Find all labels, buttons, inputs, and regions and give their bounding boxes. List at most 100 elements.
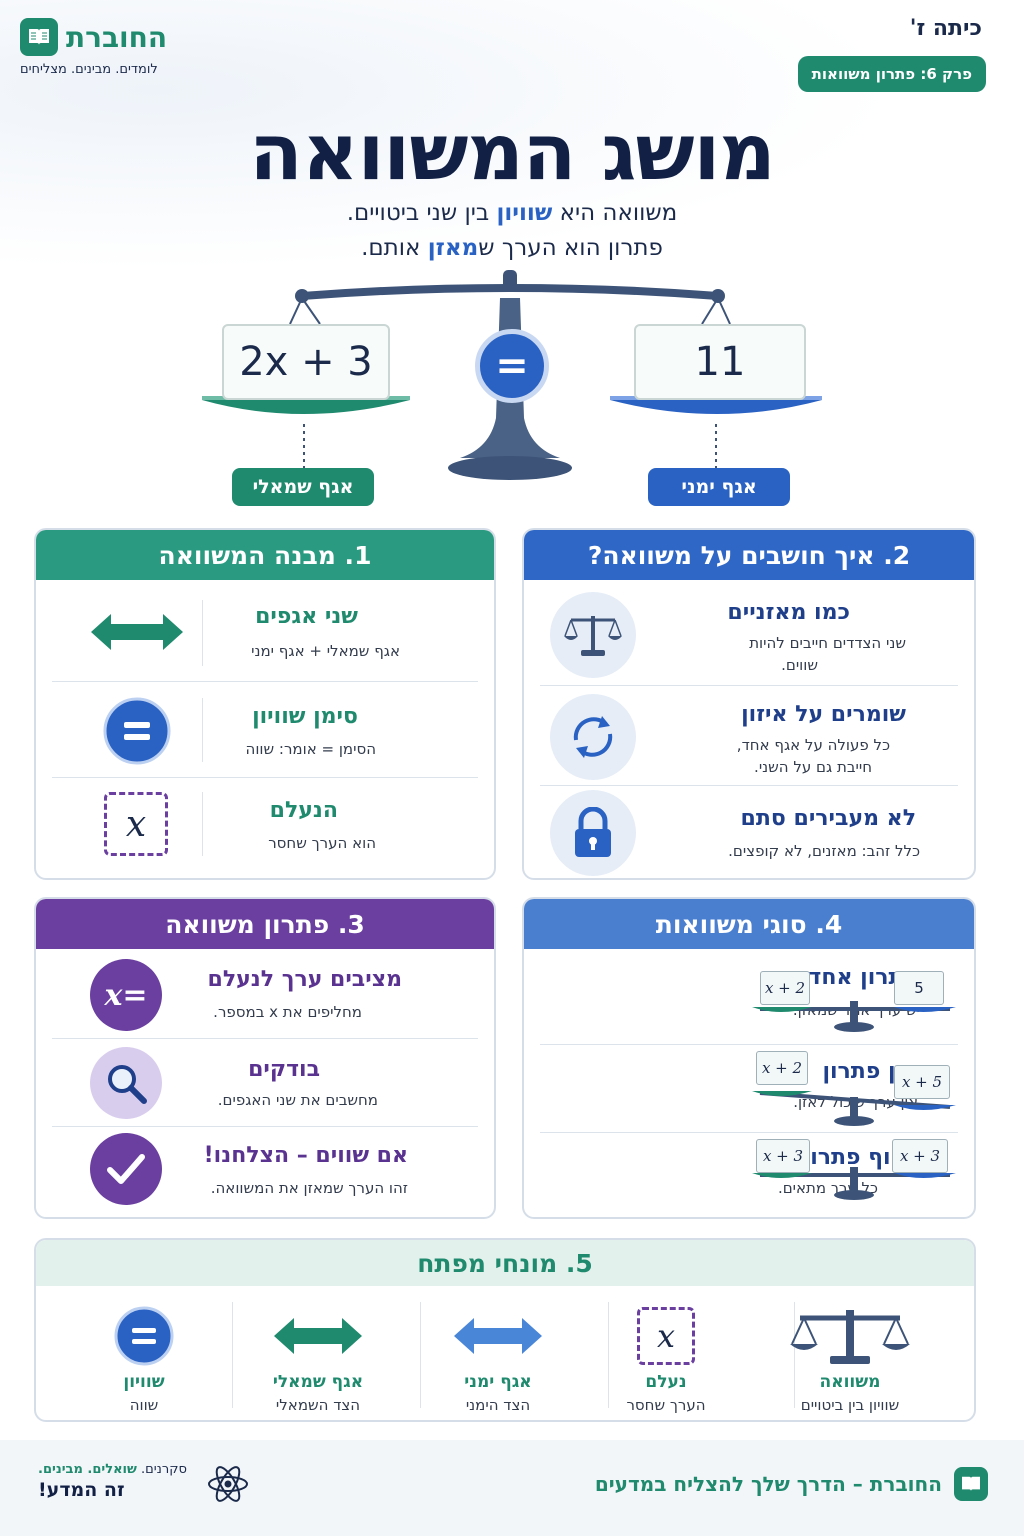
right-expression-card: 11	[634, 324, 806, 400]
right-expression: x + 5	[901, 1073, 943, 1091]
section-title: 2. איך חושבים על משוואה?	[524, 530, 974, 580]
chapter-badge: פרק 6: פתרון משוואות	[797, 56, 986, 92]
left-expression-card: x + 2	[756, 1051, 808, 1085]
row-desc: כלל זהב: מאזנים, לא קופצים.	[728, 842, 920, 860]
right-expression-card: x + 3	[892, 1139, 948, 1173]
variable-x-icon: x	[637, 1307, 695, 1365]
term-title: משוואה	[819, 1372, 881, 1392]
section-title: 5. מונחי מפתח	[36, 1240, 974, 1286]
list-item: שני אגפים אגף שמאלי + אגף ימני	[52, 582, 478, 682]
row-title: שומרים על איזון	[741, 702, 906, 727]
intro-highlight: שוויון	[496, 200, 553, 226]
unbalanced-scale-icon	[752, 1091, 956, 1126]
left-expression: 2x + 3	[239, 339, 373, 385]
footer-slogan: החוברת – הדרך שלך להצליח במדעים	[594, 1472, 942, 1496]
list-item: סימן שוויון הסימן = אומר: שווה	[52, 682, 478, 778]
variable-symbol: x	[656, 1317, 676, 1355]
right-expression: 11	[694, 339, 746, 385]
brand-tagline: לומדים. מבינים. מצליחים	[20, 62, 158, 77]
list-item: בודקים מחשבים את שני האגפים.	[52, 1039, 478, 1127]
x-equals-symbol: x=	[104, 977, 148, 1013]
background-swoosh	[0, 0, 1024, 300]
section-equation-types: 4. סוגי משוואות פתרון אחד יש ערך אחד שמא…	[522, 897, 976, 1219]
section-solving-equation: 3. פתרון משוואה מציבים ערך לנעלם מחליפים…	[34, 897, 496, 1219]
row-desc: שני הצדדים חייבים להיות	[749, 634, 906, 652]
term-title: אגף שמאלי	[272, 1372, 364, 1392]
footer	[0, 1440, 1024, 1536]
section-key-terms: 5. מונחי מפתח משוואה שוויון בין ביטויים …	[34, 1238, 976, 1422]
right-expression: x + 3	[899, 1147, 941, 1165]
list-item: פתרון אחד יש ערך אחד שמאזן. x + 2 5	[540, 949, 958, 1045]
list-item: אינסוף פתרונות כל ערך מתאים. x + 3 x + 3	[540, 1133, 958, 1217]
section-how-to-think: 2. איך חושבים על משוואה? כמו מאזניים שני…	[522, 528, 976, 880]
double-arrow-icon	[228, 1300, 408, 1372]
page-title: מושג המשוואה	[249, 108, 775, 198]
section-title: 1. מבנה המשוואה	[36, 530, 494, 580]
left-expression: x + 2	[761, 1059, 803, 1077]
list-item: לא מעבירים סתם כלל זהב: מאזנים, לא קופצי…	[540, 786, 958, 878]
row-title: בודקים	[248, 1057, 320, 1082]
footer-motto: סקרנים. שואלים. מבינים. זה המדע!	[38, 1462, 187, 1501]
footer-small-text: סקרנים. שואלים. מבינים.	[38, 1462, 187, 1477]
term-equation: משוואה שוויון בין ביטויים	[760, 1300, 940, 1414]
list-item: מציבים ערך לנעלם מחליפים את x במספר. x=	[52, 949, 478, 1039]
term-desc: הערך שחסר	[626, 1396, 706, 1414]
term-title: נעלם	[645, 1372, 687, 1392]
atom-icon	[206, 1462, 250, 1510]
row-title: אם שווים – הצלחנו!	[203, 1143, 408, 1168]
intro-line-2: פתרון הוא הערך שמאזן אותם.	[0, 235, 1024, 261]
intro-text: משוואה היא	[552, 200, 678, 226]
section-title: 4. סוגי משוואות	[524, 899, 974, 949]
footer-small-b: שואלים. מבינים.	[38, 1462, 137, 1477]
balanced-scale-icon	[752, 1167, 956, 1200]
book-icon	[954, 1467, 988, 1501]
row-desc: מחשבים את שני האגפים.	[217, 1091, 378, 1109]
left-expression-card: x + 2	[760, 971, 810, 1005]
left-expression-card: 2x + 3	[222, 324, 390, 400]
section-equation-structure: 1. מבנה המשוואה שני אגפים אגף שמאלי + אג…	[34, 528, 496, 880]
term-unknown: x נעלם הערך שחסר	[576, 1300, 756, 1414]
row-desc: זהו הערך שמאזן את המשוואה.	[210, 1179, 408, 1197]
scale-icon	[550, 592, 636, 678]
footer-brand: החוברת – הדרך שלך להצליח במדעים	[595, 1467, 988, 1501]
row-desc: שווים.	[781, 656, 818, 674]
term-desc: שוויון בין ביטויים	[800, 1396, 900, 1414]
checkmark-icon	[90, 1133, 162, 1205]
variable-x-icon: x	[104, 792, 168, 856]
row-desc: הסימן = אומר: שווה	[245, 740, 376, 758]
term-desc: הצד השמאלי	[275, 1396, 361, 1414]
term-desc: הצד הימני	[465, 1396, 531, 1414]
x-equals-icon: x=	[90, 959, 162, 1031]
right-side-label: אגף ימני	[648, 468, 790, 506]
term-title: שוויון	[123, 1372, 165, 1392]
balanced-scale-icon	[752, 1001, 956, 1032]
section-title: 3. פתרון משוואה	[36, 899, 494, 949]
list-item: שומרים על איזון כל פעולה על אגף אחד, חיי…	[540, 686, 958, 786]
double-arrow-icon	[408, 1300, 588, 1372]
left-expression: x + 3	[762, 1147, 804, 1165]
double-arrow-icon	[82, 602, 192, 662]
right-expression: 5	[914, 979, 924, 997]
equals-icon	[54, 1300, 234, 1372]
cycle-arrows-icon	[550, 694, 636, 780]
row-title: כמו מאזניים	[727, 600, 850, 625]
row-title: לא מעבירים סתם	[740, 806, 916, 831]
equals-sign: =	[495, 343, 529, 389]
intro-text: פתרון הוא הערך ש	[478, 235, 663, 261]
term-equality: שוויון שווה	[54, 1300, 234, 1414]
row-title: שני אגפים	[255, 604, 358, 629]
list-item: אין פתרון אין ערך שיכול לאזן. x + 2 x + …	[540, 1045, 958, 1133]
scale-icon	[760, 1300, 940, 1372]
list-item: הנעלם הוא הערך שחסר x	[52, 778, 478, 878]
list-item: כמו מאזניים שני הצדדים חייבים להיות שווי…	[540, 582, 958, 686]
intro-highlight: מאזן	[427, 235, 479, 261]
right-expression-card: 5	[894, 971, 944, 1005]
right-expression-card: x + 5	[894, 1065, 950, 1099]
term-desc: שווה	[129, 1396, 159, 1414]
book-icon	[20, 18, 58, 56]
brand-block: החוברת לומדים. מבינים. מצליחים	[20, 18, 210, 77]
term-title: אגף ימני	[464, 1372, 532, 1392]
row-desc: כל פעולה על אגף אחד,	[736, 736, 890, 754]
row-desc: מחליפים את x במספר.	[213, 1003, 362, 1021]
footer-big-text: זה המדע!	[38, 1479, 125, 1501]
